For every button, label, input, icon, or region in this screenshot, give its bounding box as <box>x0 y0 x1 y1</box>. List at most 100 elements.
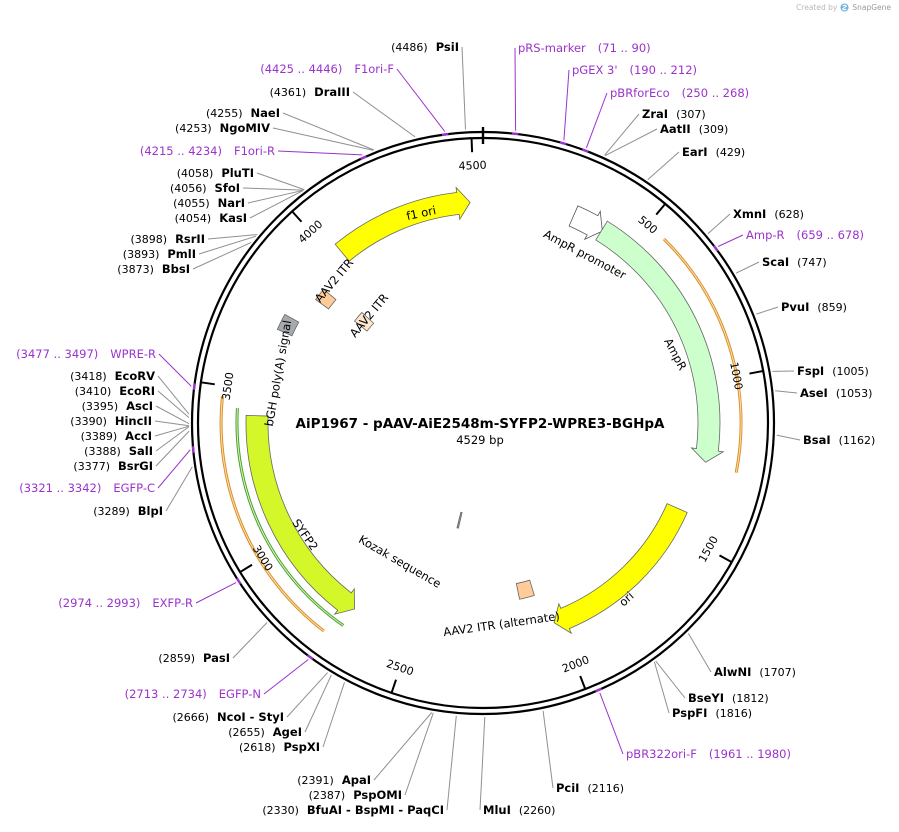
feature-label-aav2-itr-9: AAV2 ITR <box>347 291 392 340</box>
primer-leader-egfp-n <box>263 659 309 695</box>
enzyme-label-mlui[interactable]: MluI(2260) <box>483 803 555 817</box>
tick-2000 <box>579 675 587 690</box>
enzyme-label-sfoi[interactable]: (4056)SfoI <box>170 181 240 195</box>
label-text: (3410)EcoRI <box>75 384 155 398</box>
primer-leader-prs-marker <box>514 47 517 131</box>
enzyme-label-bbsi[interactable]: (3873)BbsI <box>117 262 190 276</box>
primer-label-pbr322ori-f[interactable]: pBR322ori-F(1961 .. 1980) <box>626 747 791 761</box>
enzyme-label-alwni[interactable]: AlwNI(1707) <box>714 665 796 679</box>
feature-ampr[interactable] <box>595 220 725 463</box>
enzyme-label-rsrii[interactable]: (3898)RsrII <box>130 232 205 246</box>
enzyme-leader-pspomi <box>404 712 434 796</box>
enzyme-label-pspxi[interactable]: (2618)PspXI <box>239 740 320 754</box>
enzyme-label-ngomiv[interactable]: (4253)NgoMIV <box>175 121 270 135</box>
label-name: PluTI <box>221 166 254 180</box>
label-text: (4253)NgoMIV <box>175 121 270 135</box>
enzyme-label-ecorv[interactable]: (3418)EcoRV <box>70 369 155 383</box>
enzyme-label-hincii[interactable]: (3390)HincII <box>70 414 152 428</box>
label-text: BsaI(1162) <box>803 433 875 447</box>
label-position: (1816) <box>715 707 752 720</box>
enzyme-label-sali[interactable]: (3388)SalI <box>84 444 153 458</box>
primer-leader-amp-r <box>717 234 744 247</box>
enzyme-label-agei[interactable]: (2655) AgeI <box>228 725 302 739</box>
primer-label-wpre-r[interactable]: (3477 .. 3497)WPRE-R <box>16 347 156 361</box>
feature-ampr-promoter[interactable] <box>568 205 603 241</box>
primer-label-pgex-3[interactable]: pGEX 3'(190 .. 212) <box>572 63 697 77</box>
enzyme-label-bfuai-bspmi-paqci[interactable]: (2330)BfuAI - BspMI - PaqCI <box>262 803 444 817</box>
enzyme-label-bsai[interactable]: BsaI(1162) <box>803 433 875 447</box>
enzyme-label-kasi[interactable]: (4054)KasI <box>175 211 247 225</box>
enzyme-label-naei[interactable]: (4255)NaeI <box>206 106 280 120</box>
enzyme-label-pspomi[interactable]: (2387)PspOMI <box>309 788 402 802</box>
enzyme-label-ncoi-styi[interactable]: (2666)NcoI - StyI <box>172 710 284 724</box>
enzyme-label-nari[interactable]: (4055)NarI <box>173 196 245 210</box>
feature-ori[interactable] <box>553 503 688 635</box>
label-position: (3893) <box>123 248 160 261</box>
enzyme-label-psii[interactable]: (4486)PsiI <box>391 40 459 54</box>
enzyme-label-apai[interactable]: (2391)ApaI <box>297 773 371 787</box>
enzyme-label-pvui[interactable]: PvuI(859) <box>781 300 847 314</box>
label-text: (2330)BfuAI - BspMI - PaqCI <box>262 803 444 817</box>
enzyme-label-asci[interactable]: (3395)AscI <box>82 399 153 413</box>
primer-site-pgex-3 <box>559 141 567 146</box>
label-position: (2666) <box>172 711 209 724</box>
primer-label-pbrforeco[interactable]: pBRforEco(250 .. 268) <box>610 86 749 100</box>
enzyme-label-acci[interactable]: (3389)AccI <box>81 429 152 443</box>
enzyme-leader-bseyi <box>655 660 686 699</box>
enzyme-label-pspfi[interactable]: PspFI(1816) <box>672 706 752 720</box>
enzyme-label-fspi[interactable]: FspI(1005) <box>797 364 869 378</box>
leader-lines-layer <box>154 46 801 811</box>
label-name: PvuI <box>781 300 809 314</box>
enzyme-label-pmli[interactable]: (3893)PmlI <box>123 247 196 261</box>
enzyme-label-bseyi[interactable]: BseYI(1812) <box>688 691 769 705</box>
feature-f1-ori[interactable] <box>334 186 471 262</box>
primer-leader-pbr322ori-f <box>599 692 624 755</box>
primer-label-f1ori-r[interactable]: (4215 .. 4234)F1ori-R <box>140 144 275 158</box>
enzyme-leader-acci <box>154 425 190 437</box>
enzyme-label-draiii[interactable]: (4361)DraIII <box>270 85 350 99</box>
label-name: AgeI <box>273 725 302 739</box>
label-text: (2713 .. 2734)EGFP-N <box>125 687 261 701</box>
primer-label-egfp-n[interactable]: (2713 .. 2734)EGFP-N <box>125 687 261 701</box>
label-position: (2655) <box>228 726 265 739</box>
enzyme-label-aatii[interactable]: AatII(309) <box>660 122 728 136</box>
feature-aav2-itr-2[interactable] <box>353 311 375 332</box>
feature-aav2-itr-alt[interactable] <box>515 579 535 600</box>
enzyme-leader-apai <box>373 712 433 781</box>
primer-label-egfp-c[interactable]: (3321 .. 3342)EGFP-C <box>19 481 155 495</box>
label-text: PvuI(859) <box>781 300 847 314</box>
label-text: Amp-R(659 .. 678) <box>746 228 864 242</box>
enzyme-label-ecori[interactable]: (3410)EcoRI <box>75 384 155 398</box>
enzyme-label-scai[interactable]: ScaI(747) <box>762 255 827 269</box>
enzyme-leader-pvui <box>755 306 779 315</box>
enzyme-label-pcii[interactable]: PciI(2116) <box>556 781 624 795</box>
primer-label-exfp-r[interactable]: (2974 .. 2993)EXFP-R <box>58 596 193 610</box>
enzyme-label-xmni[interactable]: XmnI(628) <box>733 207 804 221</box>
feature-aav2-itr-1[interactable] <box>315 288 337 310</box>
enzyme-label-pluti[interactable]: (4058)PluTI <box>177 166 254 180</box>
label-text: FspI(1005) <box>797 364 869 378</box>
label-text: EarI(429) <box>682 145 745 159</box>
enzyme-label-pasi[interactable]: (2859)PasI <box>158 651 230 665</box>
enzyme-label-asei[interactable]: AseI(1053) <box>800 386 872 400</box>
feature-syfp2[interactable] <box>245 414 356 615</box>
enzyme-label-zrai[interactable]: ZraI(307) <box>642 107 706 121</box>
label-name: PspXI <box>284 740 320 754</box>
enzyme-label-bsrgi[interactable]: (3377)BsrGI <box>73 459 153 473</box>
primer-label-amp-r[interactable]: Amp-R(659 .. 678) <box>746 228 864 242</box>
label-text: (3898)RsrII <box>130 232 205 246</box>
feature-bgh-polya[interactable] <box>276 313 300 337</box>
enzyme-label-blpi[interactable]: (3289)BlpI <box>93 504 163 518</box>
label-name: FspI <box>797 364 824 378</box>
label-text: (2655) AgeI <box>228 725 302 739</box>
tick-3500 <box>200 381 215 386</box>
primer-label-prs-marker[interactable]: pRS-marker(71 .. 90) <box>518 41 651 55</box>
primer-label-f1ori-f[interactable]: (4425 .. 4446)F1ori-F <box>260 62 394 76</box>
label-text: (3390)HincII <box>70 414 152 428</box>
feature-kozak[interactable] <box>456 511 463 529</box>
label-position: (4253) <box>175 122 212 135</box>
enzyme-label-eari[interactable]: EarI(429) <box>682 145 745 159</box>
primer-binding-layer <box>219 237 743 633</box>
label-text: (2666)NcoI - StyI <box>172 710 284 724</box>
primer-leader-pbrforeco <box>585 92 608 148</box>
